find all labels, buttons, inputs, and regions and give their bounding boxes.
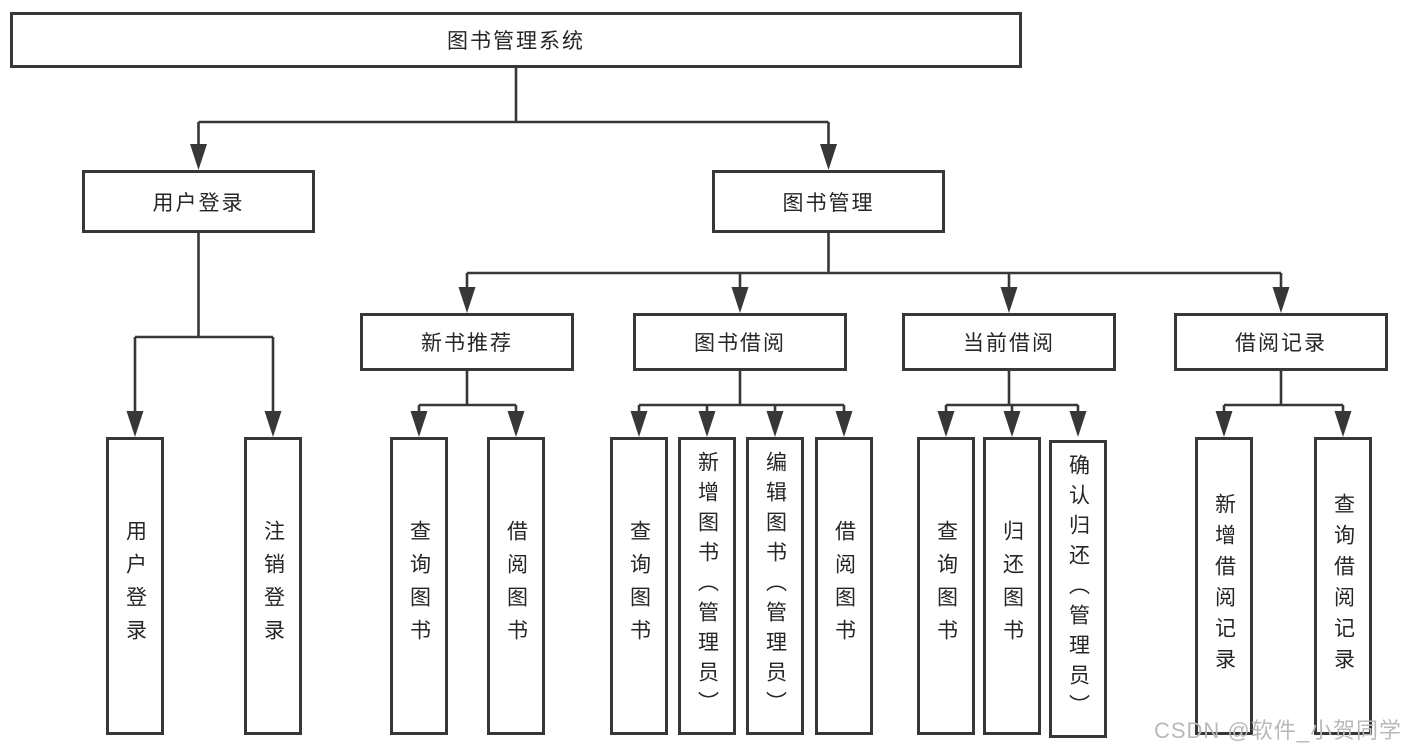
node-label: 用户登录: [152, 191, 245, 215]
leaf-query-book-1: 查询图书: [390, 437, 448, 735]
leaf-edit-book-admin: 编辑图书（管理员）: [746, 437, 804, 735]
leaf-label: 编辑图书（管理员）: [763, 451, 787, 721]
leaf-borrow-book-1: 借阅图书: [487, 437, 545, 735]
node-root: 图书管理系统: [10, 12, 1022, 68]
node-borrow-record: 借阅记录: [1174, 313, 1388, 371]
leaf-query-book-3: 查询图书: [917, 437, 975, 735]
leaf-label: 新增图书（管理员）: [695, 451, 719, 721]
node-label: 新书推荐: [421, 332, 513, 355]
leaf-label: 用户登录: [123, 520, 147, 652]
leaf-add-book-admin: 新增图书（管理员）: [678, 437, 736, 735]
leaf-label: 查询图书: [407, 520, 431, 652]
leaf-borrow-book-2: 借阅图书: [815, 437, 873, 735]
leaf-query-book-2: 查询图书: [610, 437, 668, 735]
node-book-borrow: 图书借阅: [633, 313, 847, 371]
node-new-book-rec: 新书推荐: [360, 313, 574, 371]
node-root-label: 图书管理系统: [447, 30, 585, 53]
leaf-label: 注销登录: [261, 520, 285, 652]
node-current-borrow: 当前借阅: [902, 313, 1116, 371]
node-label: 图书管理: [782, 191, 875, 215]
leaf-label: 确认归还（管理员）: [1066, 454, 1090, 724]
leaf-return-book: 归还图书: [983, 437, 1041, 735]
leaf-label: 查询图书: [627, 520, 651, 652]
node-user-login-branch: 用户登录: [82, 170, 315, 233]
leaf-add-borrow-record: 新增借阅记录: [1195, 437, 1253, 735]
node-label: 图书借阅: [694, 332, 786, 355]
node-label: 借阅记录: [1235, 332, 1327, 355]
leaf-label: 借阅图书: [832, 520, 856, 652]
leaf-label: 查询借阅记录: [1331, 493, 1355, 679]
leaf-label: 借阅图书: [504, 520, 528, 652]
leaf-label: 归还图书: [1000, 520, 1024, 652]
watermark: CSDN @软件_小贺同学: [1153, 718, 1402, 743]
node-label: 当前借阅: [963, 332, 1055, 355]
leaf-confirm-return-admin: 确认归还（管理员）: [1049, 440, 1107, 738]
leaf-label: 新增借阅记录: [1212, 493, 1236, 679]
leaf-logout: 注销登录: [244, 437, 302, 735]
leaf-user-login: 用户登录: [106, 437, 164, 735]
leaf-query-borrow-record: 查询借阅记录: [1314, 437, 1372, 735]
node-book-mgmt: 图书管理: [712, 170, 945, 233]
leaf-label: 查询图书: [934, 520, 958, 652]
